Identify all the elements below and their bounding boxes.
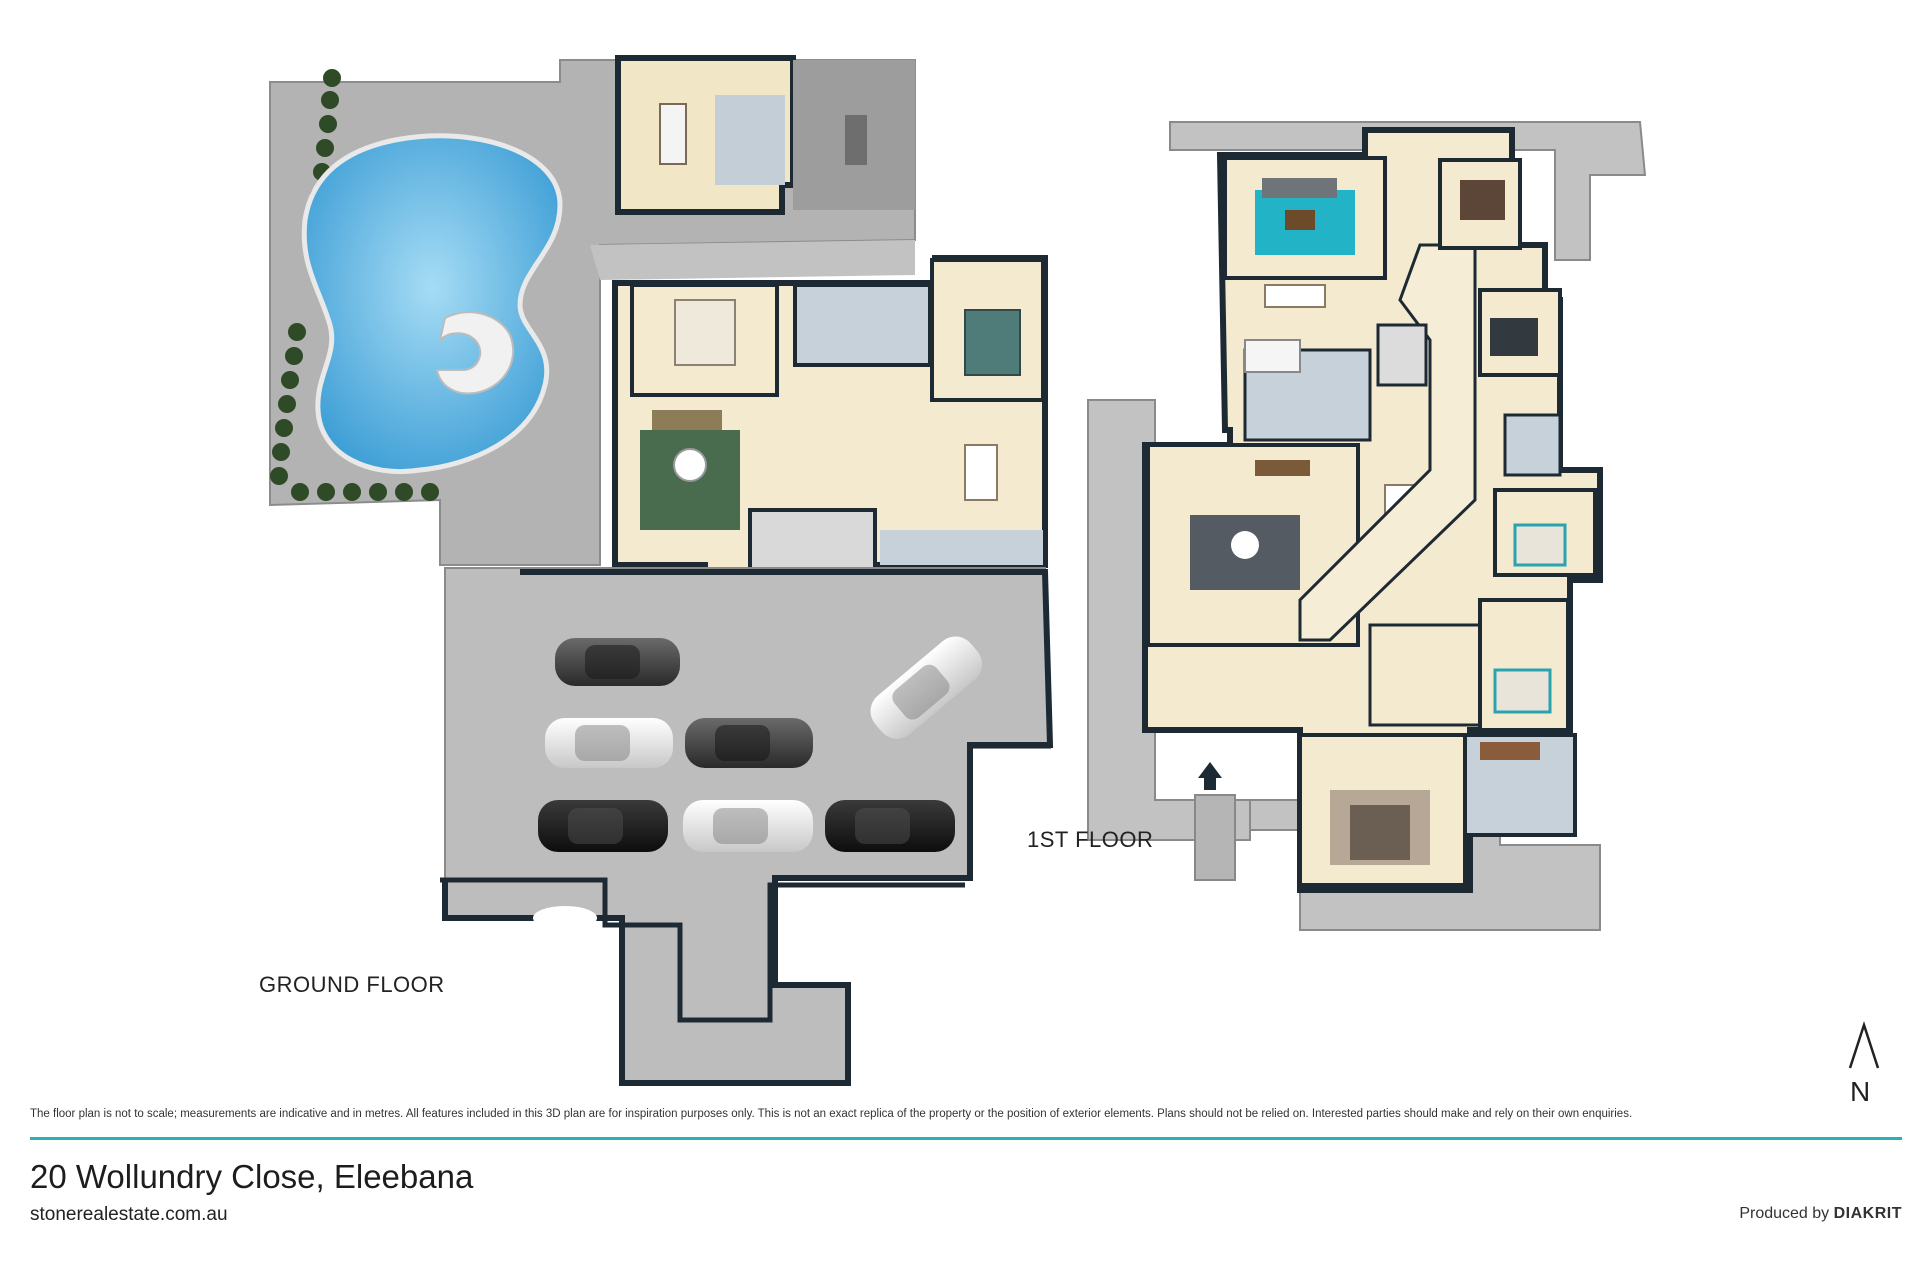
ground-bed-1 xyxy=(674,299,736,366)
garage-cars xyxy=(538,636,983,852)
car-dark-grey-1 xyxy=(555,638,680,686)
pool-house-kitchen xyxy=(715,95,785,185)
pool-house-table xyxy=(659,103,687,165)
bed-4-first xyxy=(1493,668,1552,714)
first-ensuite-1 xyxy=(1503,413,1562,477)
garage-lower-wall xyxy=(440,877,965,1023)
bed-3-first xyxy=(1513,523,1567,567)
north-arrow-icon xyxy=(1848,1020,1880,1069)
family-coffee-table xyxy=(1231,531,1259,559)
ground-dining-table xyxy=(964,444,998,501)
ground-floor-plan xyxy=(269,55,1054,1086)
produced-by-credit: Produced by DIAKRIT xyxy=(1739,1205,1902,1223)
north-letter: N xyxy=(1850,1076,1871,1107)
internal-stair xyxy=(1376,323,1428,387)
ground-coffee-table xyxy=(673,448,707,482)
agency-website-link[interactable]: stonerealestate.com.au xyxy=(30,1204,228,1225)
disclaimer-text: The floor plan is not to scale; measurem… xyxy=(30,1108,1633,1120)
ground-floor-label: GROUND FLOOR xyxy=(259,972,445,997)
produced-by-prefix: Produced by xyxy=(1739,1205,1830,1222)
terrace-paving xyxy=(590,240,915,280)
accent-divider xyxy=(30,1137,1902,1140)
car-black-1 xyxy=(538,800,668,852)
garage-light xyxy=(533,906,597,930)
entry-arrow-icon xyxy=(1198,762,1222,790)
car-dark-grey-2 xyxy=(685,718,813,768)
outdoor-dining-table xyxy=(845,115,867,165)
entry-stairs xyxy=(1194,794,1236,881)
swimming-pool xyxy=(301,133,563,475)
first-floor-plan xyxy=(1087,121,1647,931)
produced-by-brand: DIAKRIT xyxy=(1833,1205,1902,1222)
first-floor-hallway xyxy=(1298,243,1477,642)
ground-bed-2 xyxy=(964,309,1021,376)
garage-walls xyxy=(442,569,1054,1086)
ground-sofa xyxy=(652,410,722,430)
dining-table-first-floor xyxy=(1264,284,1326,308)
family-tv-unit xyxy=(1255,460,1310,476)
car-white-1 xyxy=(683,800,813,852)
lounge-sofa xyxy=(1262,178,1337,198)
ground-kitchen xyxy=(880,530,1043,565)
lounge-coffee-table xyxy=(1285,210,1315,230)
bed-1-first xyxy=(1460,180,1505,220)
car-black-2 xyxy=(825,800,955,852)
walk-in-robe xyxy=(1368,623,1492,727)
car-silver-1 xyxy=(545,718,673,768)
property-address: 20 Wollundry Close, Eleebana xyxy=(30,1158,474,1195)
master-bed xyxy=(1350,805,1410,860)
ground-bathroom xyxy=(793,283,932,367)
master-vanity xyxy=(1480,742,1540,760)
ground-stairwell xyxy=(748,508,877,572)
pool-spa xyxy=(435,311,515,395)
car-white-angled xyxy=(870,636,983,739)
kitchen-island xyxy=(1244,339,1301,373)
bed-2-first xyxy=(1490,318,1538,356)
first-floor-label: 1ST FLOOR xyxy=(1027,827,1154,852)
